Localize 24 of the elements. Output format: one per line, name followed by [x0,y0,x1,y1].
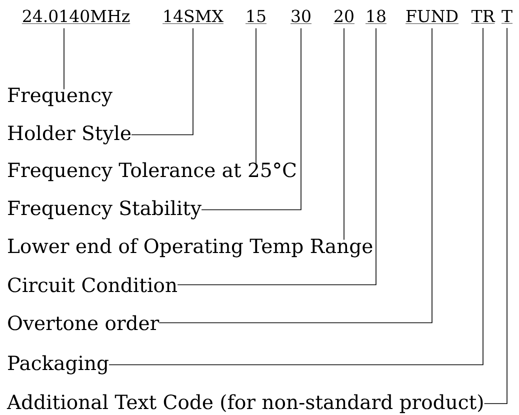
leader-line [177,28,376,286]
leader-line [131,28,194,136]
field-label: Frequency Tolerance at 25°C [8,162,296,182]
part-code: 30 [290,10,312,24]
leader-line [484,28,508,404]
part-code: TR [471,10,496,24]
leader-line [201,28,302,210]
field-label: Packaging [8,355,108,374]
field-label: Lower end of Operating Temp Range [8,238,372,258]
field-label: Overtone order [8,315,160,330]
field-label: Circuit Condition [8,277,177,292]
part-code: 18 [365,10,387,24]
part-code: FUND [405,10,459,24]
part-code: 15 [245,10,267,24]
field-label: Additional Text Code (for non-standard product) [6,394,483,414]
field-label: Frequency Stability [8,200,202,220]
part-code: 14SMX [162,10,224,24]
part-code: T [501,10,513,24]
part-code: 20 [333,10,355,24]
field-label: Frequency [8,88,112,106]
field-label: Holder Style [8,125,131,144]
part-code: 24.0140MHz [22,10,130,24]
leader-line [108,28,484,366]
leader-line [158,28,432,324]
